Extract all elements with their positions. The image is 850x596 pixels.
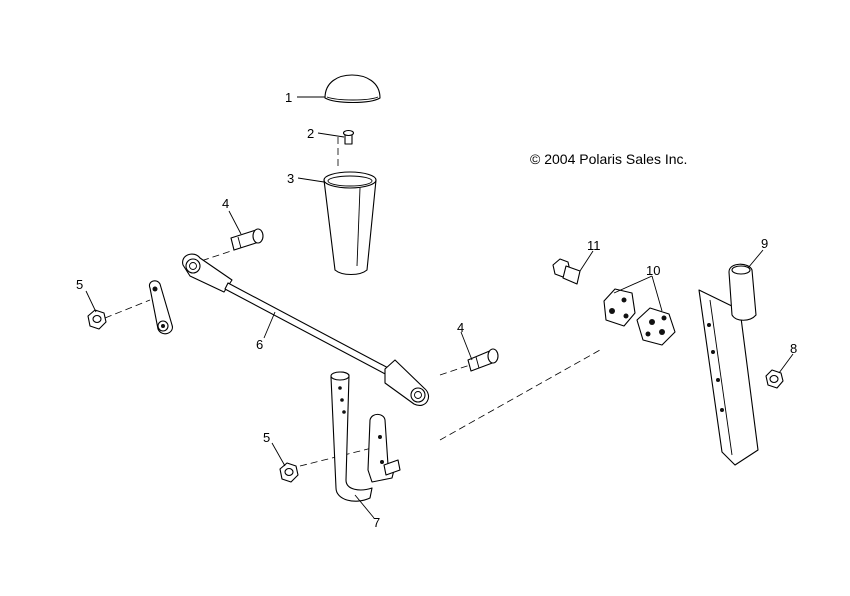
bolt-right-part	[552, 258, 581, 285]
bolt-upper-part	[230, 228, 264, 251]
callout-8: 8	[790, 341, 797, 356]
callout-3: 3	[287, 171, 294, 186]
nut-left-part	[87, 309, 107, 330]
knob-cap-part	[324, 74, 381, 104]
set-screw-part	[342, 129, 355, 145]
link-plate-left-part	[148, 280, 173, 335]
callout-2: 2	[307, 126, 314, 141]
callout-9: 9	[761, 236, 768, 251]
shift-boot-part	[698, 263, 759, 466]
callout-4-lower: 4	[457, 320, 464, 335]
callout-1: 1	[285, 90, 292, 105]
nut-lower-part	[279, 462, 299, 483]
callout-5-lower: 5	[263, 430, 270, 445]
bushing-part	[603, 288, 676, 346]
shift-lever-part	[330, 371, 401, 502]
shift-knob-part	[323, 171, 377, 276]
shift-rod-part	[182, 253, 429, 406]
callout-6: 6	[256, 337, 263, 352]
nut-right-part	[765, 369, 784, 389]
callout-7: 7	[373, 515, 380, 530]
callout-11: 11	[587, 238, 601, 253]
copyright-text: © 2004 Polaris Sales Inc.	[530, 151, 687, 167]
callout-4-upper: 4	[222, 196, 229, 211]
leader-lines	[85, 96, 794, 519]
callout-10: 10	[646, 263, 660, 278]
bolt-lower-part	[467, 348, 499, 372]
callout-numbers: 1 2 3 4 5 6 4 5 7 11 10 9 8	[76, 90, 797, 530]
callout-5-left: 5	[76, 277, 83, 292]
